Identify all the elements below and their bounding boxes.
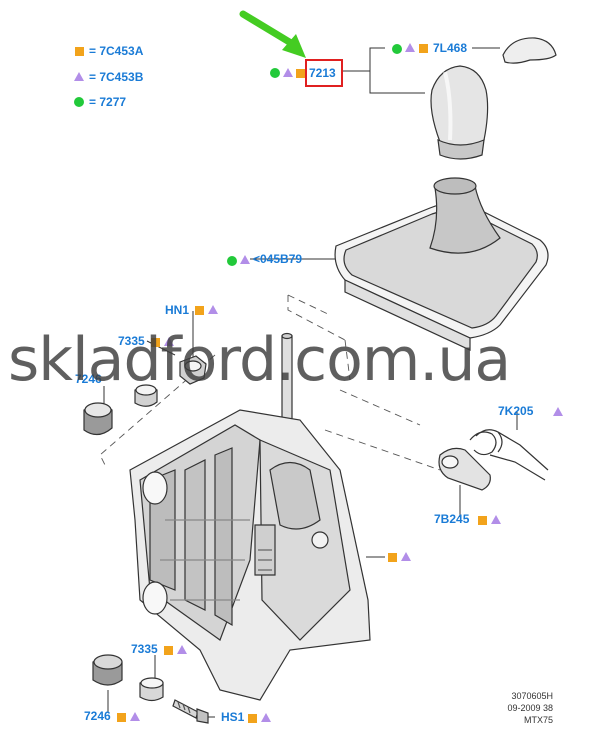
nut-hn1-shape [179,355,207,385]
bushing-top-shapes [83,384,158,436]
footer-line-2: 09-2009 38 [507,703,553,713]
triangle-symbol-icon [553,407,563,416]
legend-item-triangle-label: = 7C453B [89,70,144,84]
shifter-housing-shape [129,409,371,701]
part-label-7b245[interactable]: 7B245 [434,512,470,526]
circle-symbol-icon [227,256,237,266]
triangle-symbol-icon [164,337,174,346]
knob-insert-shape [502,37,557,64]
triangle-symbol-icon [491,515,501,524]
part-label-7213[interactable]: 7213 [309,66,336,80]
square-symbol-icon [478,516,487,525]
bolt-hs1-shape [172,699,209,724]
part-label-hn1[interactable]: HN1 [165,303,190,317]
highlight-box-7213 [305,59,343,87]
footer-line-3: MTX75 [523,715,553,725]
dashed-guides [99,294,441,471]
triangle-symbol-icon [261,713,271,722]
square-symbol-icon [117,713,126,722]
part-label-7k205[interactable]: 7K205 [498,404,534,418]
legend-code-7c453a: 7C453A [99,44,144,58]
part-label-7246-bottom[interactable]: 7246 [84,709,111,723]
spring-7k205-shape [469,429,549,481]
green-arrow [239,10,306,58]
triangle-symbol-icon [177,645,187,654]
part-label-7335-bottom[interactable]: 7335 [131,642,158,656]
triangle-symbol-icon [401,552,411,561]
circle-symbol-icon [74,97,84,107]
part-label-hs1[interactable]: HS1 [221,710,245,724]
triangle-symbol-icon [405,43,415,52]
part-label-7l468[interactable]: 7L468 [433,41,468,55]
triangle-symbol-icon [130,712,140,721]
bushing-bottom-shapes [92,654,164,702]
legend-item-circle-label: = 7277 [89,95,127,109]
gear-knob-shape [430,65,489,160]
circle-symbol-icon [392,44,402,54]
triangle-symbol-icon [240,255,250,264]
square-symbol-icon [248,714,257,723]
square-symbol-icon [195,306,204,315]
part-label-045b79[interactable]: <045B79 [253,252,303,266]
legend-item-square-label: = 7C453A [89,44,144,58]
gear-boot-shape [334,177,549,351]
square-symbol-icon [388,553,397,562]
part-label-7335-top[interactable]: 7335 [118,334,145,348]
square-symbol-icon [151,338,160,347]
triangle-symbol-icon [74,72,84,81]
bracket-7b245-shape [438,447,491,491]
legend-code-7c453b: 7C453B [99,70,144,84]
triangle-symbol-icon [283,68,293,77]
square-symbol-icon [75,47,84,56]
square-symbol-icon [419,44,428,53]
square-symbol-icon [296,69,305,78]
legend-code-7277: 7277 [99,95,127,109]
footer-line-1: 3070605H [511,691,553,701]
circle-symbol-icon [270,68,280,78]
footer-reference: 3070605H 09-2009 38 MTX75 [507,690,553,726]
part-label-7246-top[interactable]: 7246 [75,372,102,386]
triangle-symbol-icon [208,305,218,314]
square-symbol-icon [164,646,173,655]
